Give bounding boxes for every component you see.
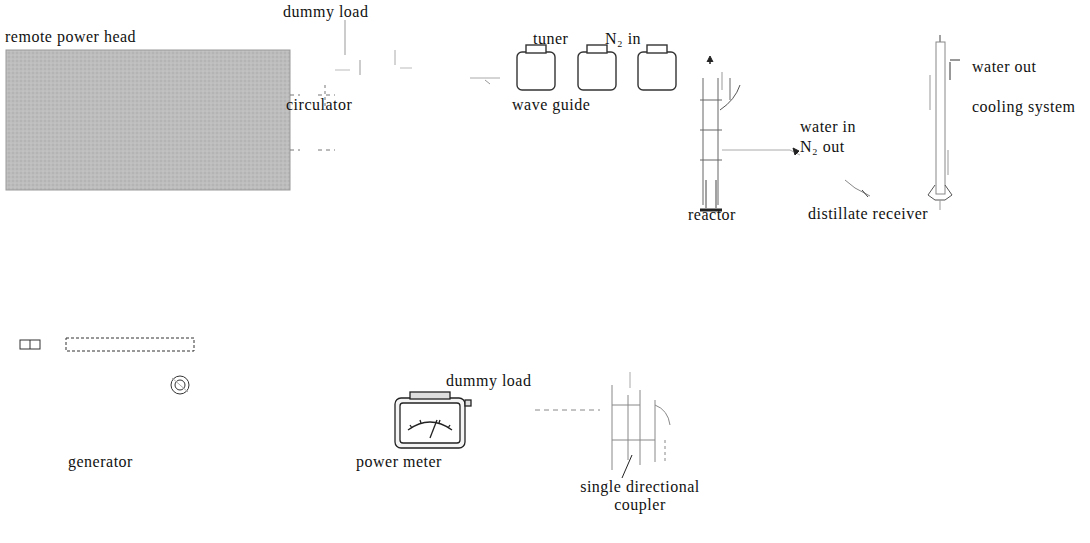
part-label: distillate receiver	[808, 205, 928, 223]
part-label: single directional coupler	[570, 478, 710, 515]
part-label: cooling system	[972, 98, 1075, 116]
part-label: N₂ out	[800, 138, 845, 156]
power-head	[6, 50, 290, 190]
part-label: water out	[972, 58, 1036, 76]
part-label: wave guide	[512, 96, 590, 114]
part-label: circulator	[286, 96, 352, 114]
part-label: water in	[800, 118, 856, 136]
part-label: N₂ in	[605, 30, 641, 48]
part-label: tuner	[533, 30, 568, 48]
part-label: remote power head	[5, 28, 136, 46]
part-label: generator	[68, 453, 133, 471]
part-label: dummy load	[446, 372, 531, 390]
part-label: power meter	[356, 453, 442, 471]
part-label: reactor	[688, 206, 736, 224]
part-label: dummy load	[283, 3, 368, 21]
